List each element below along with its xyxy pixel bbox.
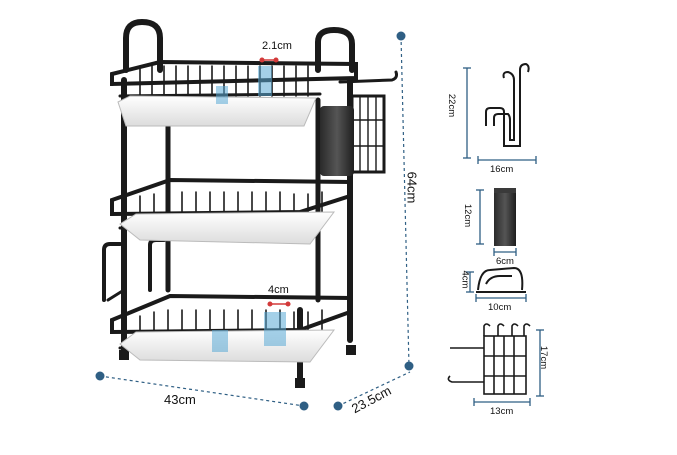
utensil-cup (320, 106, 354, 176)
holder-dimension (466, 271, 527, 302)
hook-width-label: 16cm (490, 164, 514, 175)
cup-height-label: 12cm (462, 203, 474, 228)
slot-highlights (212, 66, 286, 352)
hook-dimension (463, 67, 537, 164)
basket-width-label: 13cm (490, 406, 514, 417)
slot-measure-marks (259, 57, 291, 307)
cup-width-label: 6cm (496, 256, 514, 267)
holder-height-label: 4cm (459, 270, 471, 289)
hook-accessory (485, 62, 530, 147)
basket-dimension (473, 329, 544, 406)
holder-accessory (476, 266, 526, 293)
side-basket (350, 94, 386, 174)
height-label: 64cm (404, 171, 420, 204)
cup-dimension (476, 189, 517, 256)
basket-accessory (447, 323, 531, 395)
dimension-lines (95, 31, 414, 411)
hook-height-label: 22cm (446, 93, 458, 118)
slot-bottom-label: 4cm (268, 284, 289, 296)
holder-width-label: 10cm (488, 302, 512, 313)
slot-top-label: 2.1cm (262, 40, 292, 52)
cup-accessory (494, 188, 516, 246)
basket-height-label: 17cm (538, 345, 550, 370)
width-label: 43cm (164, 392, 196, 407)
